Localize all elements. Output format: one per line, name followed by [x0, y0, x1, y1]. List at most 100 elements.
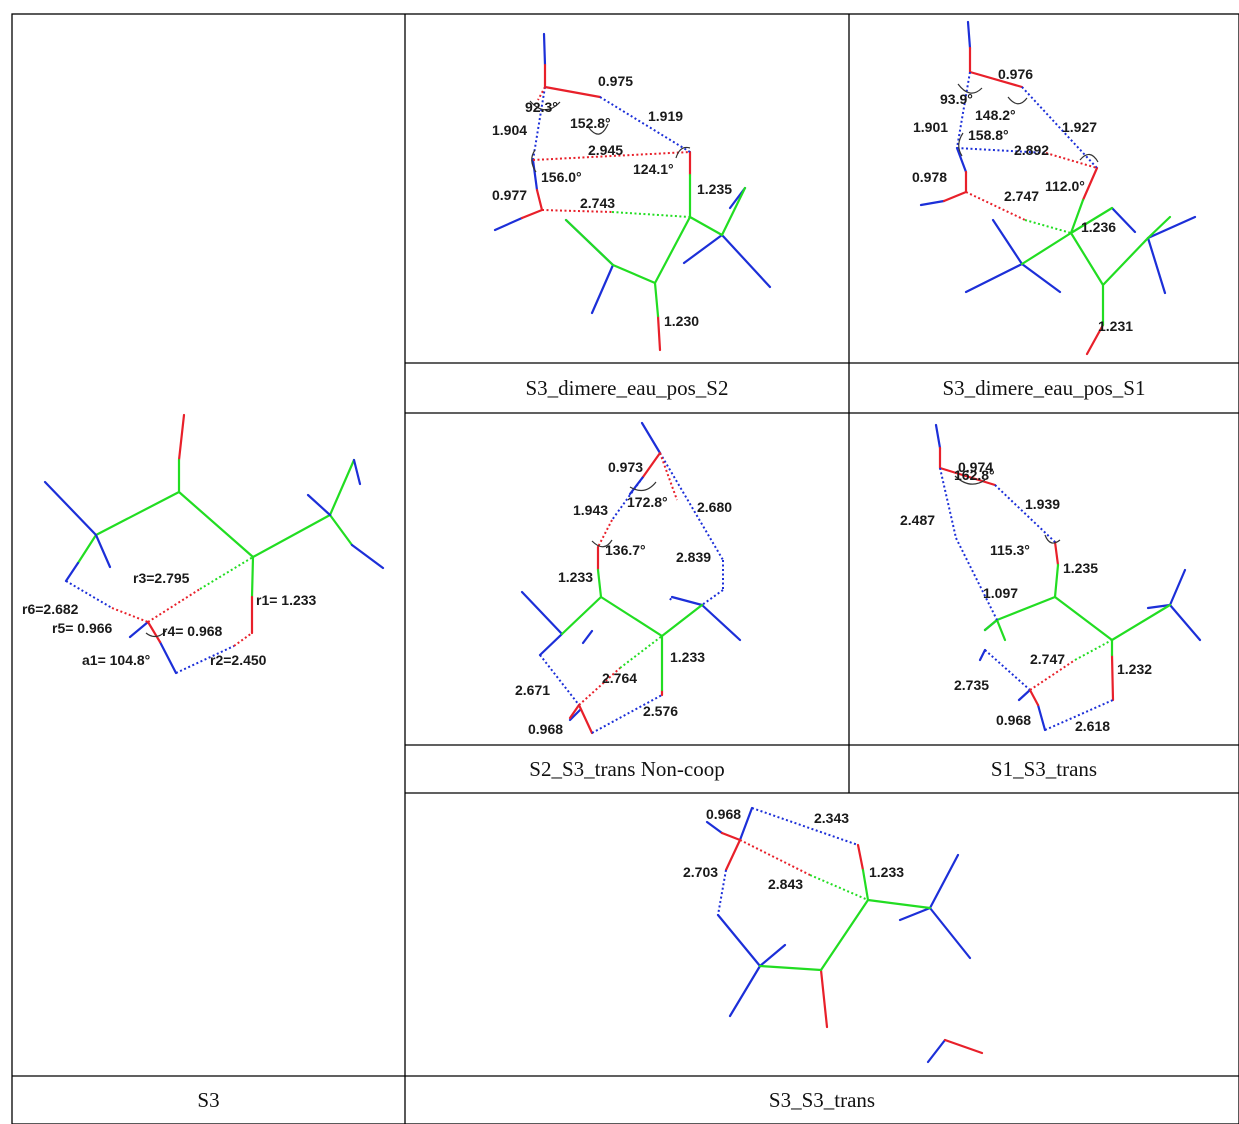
hbond — [965, 152, 1098, 221]
hbond — [111, 588, 253, 647]
hbond — [539, 452, 724, 734]
bond-length-label: 1.235 — [1063, 560, 1098, 576]
bond-length-label: 0.974 — [958, 459, 993, 475]
angle-arc — [954, 475, 986, 485]
bond — [720, 831, 984, 1055]
r4-label: r4= 0.968 — [162, 623, 223, 639]
bond — [705, 806, 972, 1064]
hbond — [532, 86, 691, 161]
bond-length-label: 0.968 — [528, 721, 563, 737]
bond — [177, 413, 186, 462]
bond-length-label: 1.233 — [670, 649, 705, 665]
angle-label: 92.3° — [525, 99, 558, 115]
panel-s3: r3=2.795 r1= 1.233 r6=2.682 r5= 0.966 r4… — [12, 14, 405, 1076]
caption-s2-s3-trans-noncoop: S2_S3_trans Non-coop — [529, 757, 725, 781]
hbond — [956, 71, 1098, 169]
r5-label: r5= 0.966 — [52, 620, 113, 636]
hbond — [1024, 219, 1072, 234]
angle-arc — [1007, 96, 1028, 105]
r3-label: r3=2.795 — [133, 570, 190, 586]
molecule-s2-s3: 0.973 1.943 172.8° 2.680 136.7° 2.839 1.… — [515, 421, 742, 737]
bond-length-label: 2.618 — [1075, 718, 1110, 734]
bond — [983, 563, 1172, 657]
angle-label: 152.8° — [570, 115, 611, 131]
bond-length-label: 2.892 — [1014, 142, 1049, 158]
bond — [758, 868, 932, 972]
hbond — [65, 580, 235, 674]
bond-length-label: 2.671 — [515, 682, 550, 698]
hbond — [532, 86, 691, 213]
bond-length-label: 2.343 — [814, 810, 849, 826]
bond-length-label: 0.975 — [598, 73, 633, 89]
bond-length-label: 1.231 — [1098, 318, 1133, 334]
bond-length-label: 1.230 — [664, 313, 699, 329]
angle-label: 115.3° — [990, 542, 1030, 558]
bond — [938, 446, 1115, 707]
hbond — [809, 874, 869, 901]
bond-length-label: 0.968 — [996, 712, 1031, 728]
panel-s1-s3-trans: 0.974 162.8° 1.939 2.487 115.3° 1.235 1.… — [849, 413, 1239, 745]
hbond — [1074, 639, 1113, 661]
bond-length-label: 2.703 — [683, 864, 718, 880]
hbond — [578, 452, 678, 706]
angle-label: 172.8° — [627, 494, 668, 510]
bond-length-label: 1.939 — [1025, 496, 1060, 512]
bond-length-label: 1.901 — [913, 119, 948, 135]
hbond — [619, 635, 663, 669]
bond-length-label: 2.576 — [643, 703, 678, 719]
angle-arc — [591, 539, 613, 548]
bond — [942, 46, 1105, 356]
a1-label: a1= 104.8° — [82, 652, 150, 668]
r1-label: r1= 1.233 — [256, 592, 317, 608]
angle-arc — [529, 100, 561, 111]
panel-s3-dimere-eau-pos-s1: 0.976 93.9° 148.2° 1.927 1.901 158.8° 2.… — [849, 14, 1239, 363]
bond-length-label: 0.976 — [998, 66, 1033, 82]
angle-label: 136.7° — [605, 542, 646, 558]
bond-length-label: 1.233 — [558, 569, 593, 585]
bond-length-label: 2.839 — [676, 549, 711, 565]
bond-length-label: 2.945 — [588, 142, 623, 158]
panel-s2-s3-trans-noncoop: 0.973 1.943 172.8° 2.680 136.7° 2.839 1.… — [405, 413, 849, 745]
bond-length-label: 1.232 — [1117, 661, 1152, 677]
bond-length-label: 1.919 — [648, 108, 683, 124]
bond-length-label: 0.973 — [608, 459, 643, 475]
angle-arc — [1079, 153, 1099, 163]
bond-length-label: 1.097 — [983, 585, 1018, 601]
angle-label: 162.8° — [954, 467, 995, 483]
caption-s3: S3 — [197, 1087, 220, 1112]
angle-label: 93.9° — [940, 91, 973, 107]
bond-length-label: 2.487 — [900, 512, 935, 528]
molecule-pos-s2: 0.975 92.3° 152.8° 1.919 1.904 2.945 156… — [492, 32, 772, 352]
angle-label: 156.0° — [541, 169, 582, 185]
caption-s1-s3-trans: S1_S3_trans — [990, 757, 1098, 781]
caption-s3-dimere-eau-pos-s1: S3_dimere_eau_pos_S1 — [942, 376, 1146, 400]
bond — [564, 173, 747, 318]
bond — [520, 63, 692, 352]
bond-length-label: 1.943 — [573, 502, 608, 518]
panel-s3-dimere-eau-pos-s2: 0.975 92.3° 152.8° 1.919 1.904 2.945 156… — [405, 14, 849, 363]
r6-label: r6=2.682 — [22, 601, 79, 617]
panel-s3-s3-trans: 0.968 2.343 2.703 2.843 1.233 — [405, 793, 1239, 1076]
hbond — [199, 556, 254, 590]
molecule-pos-s1: 0.976 93.9° 148.2° 1.927 1.901 158.8° 2.… — [912, 20, 1197, 356]
bond — [568, 451, 664, 735]
bond-length-label: 2.747 — [1004, 188, 1039, 204]
bond-length-label: 2.843 — [768, 876, 803, 892]
angle-arc — [675, 146, 691, 159]
bond-length-label: 2.680 — [697, 499, 732, 515]
hbond — [1029, 659, 1076, 691]
bond — [919, 20, 1197, 295]
bond-length-label: 1.927 — [1062, 119, 1097, 135]
bond-length-label: 0.977 — [492, 187, 527, 203]
bond-length-label: 2.735 — [954, 677, 989, 693]
caption-s3-dimere-eau-pos-s2: S3_dimere_eau_pos_S2 — [525, 376, 729, 400]
hbond — [739, 839, 811, 876]
bond — [1020, 198, 1172, 327]
angle-arc — [629, 481, 657, 492]
hbond — [717, 807, 859, 916]
bond — [76, 458, 356, 599]
bond — [146, 595, 254, 644]
caption-s3-s3-trans: S3_S3_trans — [768, 1087, 876, 1112]
angle-label: 158.8° — [968, 127, 1009, 143]
